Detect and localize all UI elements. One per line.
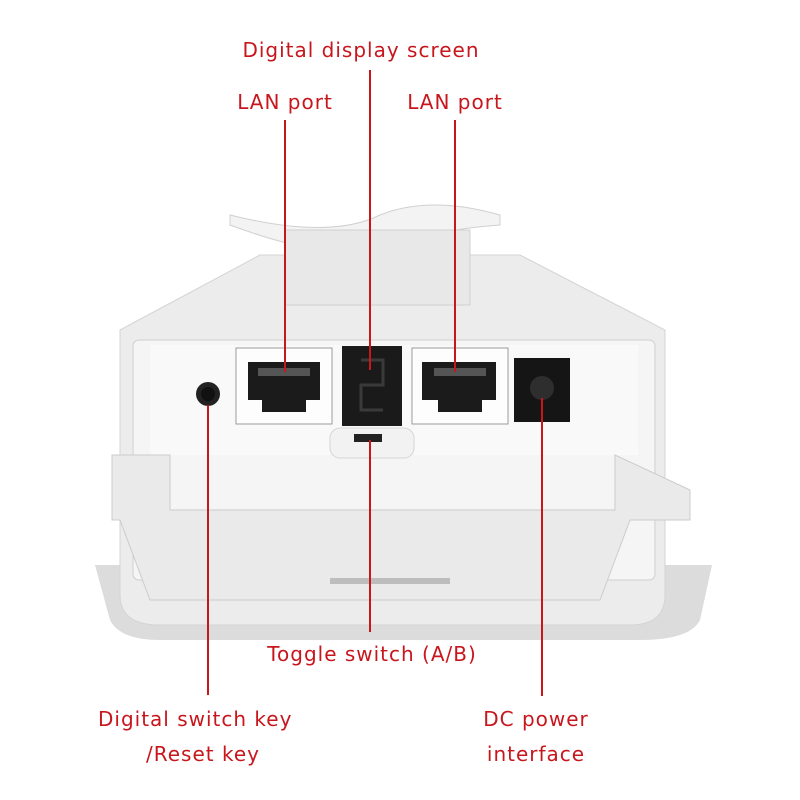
tray [111,454,691,601]
leader-display [369,70,371,370]
label-lan-left: LAN port [237,90,333,114]
mount-strap [284,229,471,306]
label-dc-line1: DC power [483,707,589,731]
leader-lan-left [284,120,286,372]
label-reset-line2: /Reset key [146,742,260,766]
leader-lan-right [454,120,456,372]
label-display: Digital display screen [242,38,480,62]
leader-dc [541,398,543,696]
label-reset-line1: Digital switch key [98,707,293,731]
tray-slot [330,578,450,584]
dc-power-jack-hole [530,376,554,400]
lan-port-right-pins [434,368,486,376]
leader-toggle [369,440,371,632]
label-toggle: Toggle switch (A/B) [267,642,477,666]
label-lan-right: LAN port [407,90,503,114]
reset-key-center [201,387,215,401]
toggle-switch-housing [329,427,415,459]
toggle-switch [354,434,382,442]
label-dc-line2: interface [486,742,586,766]
lan-port-left-pins [258,368,310,376]
leader-reset [207,405,209,695]
display-segments [359,358,385,412]
